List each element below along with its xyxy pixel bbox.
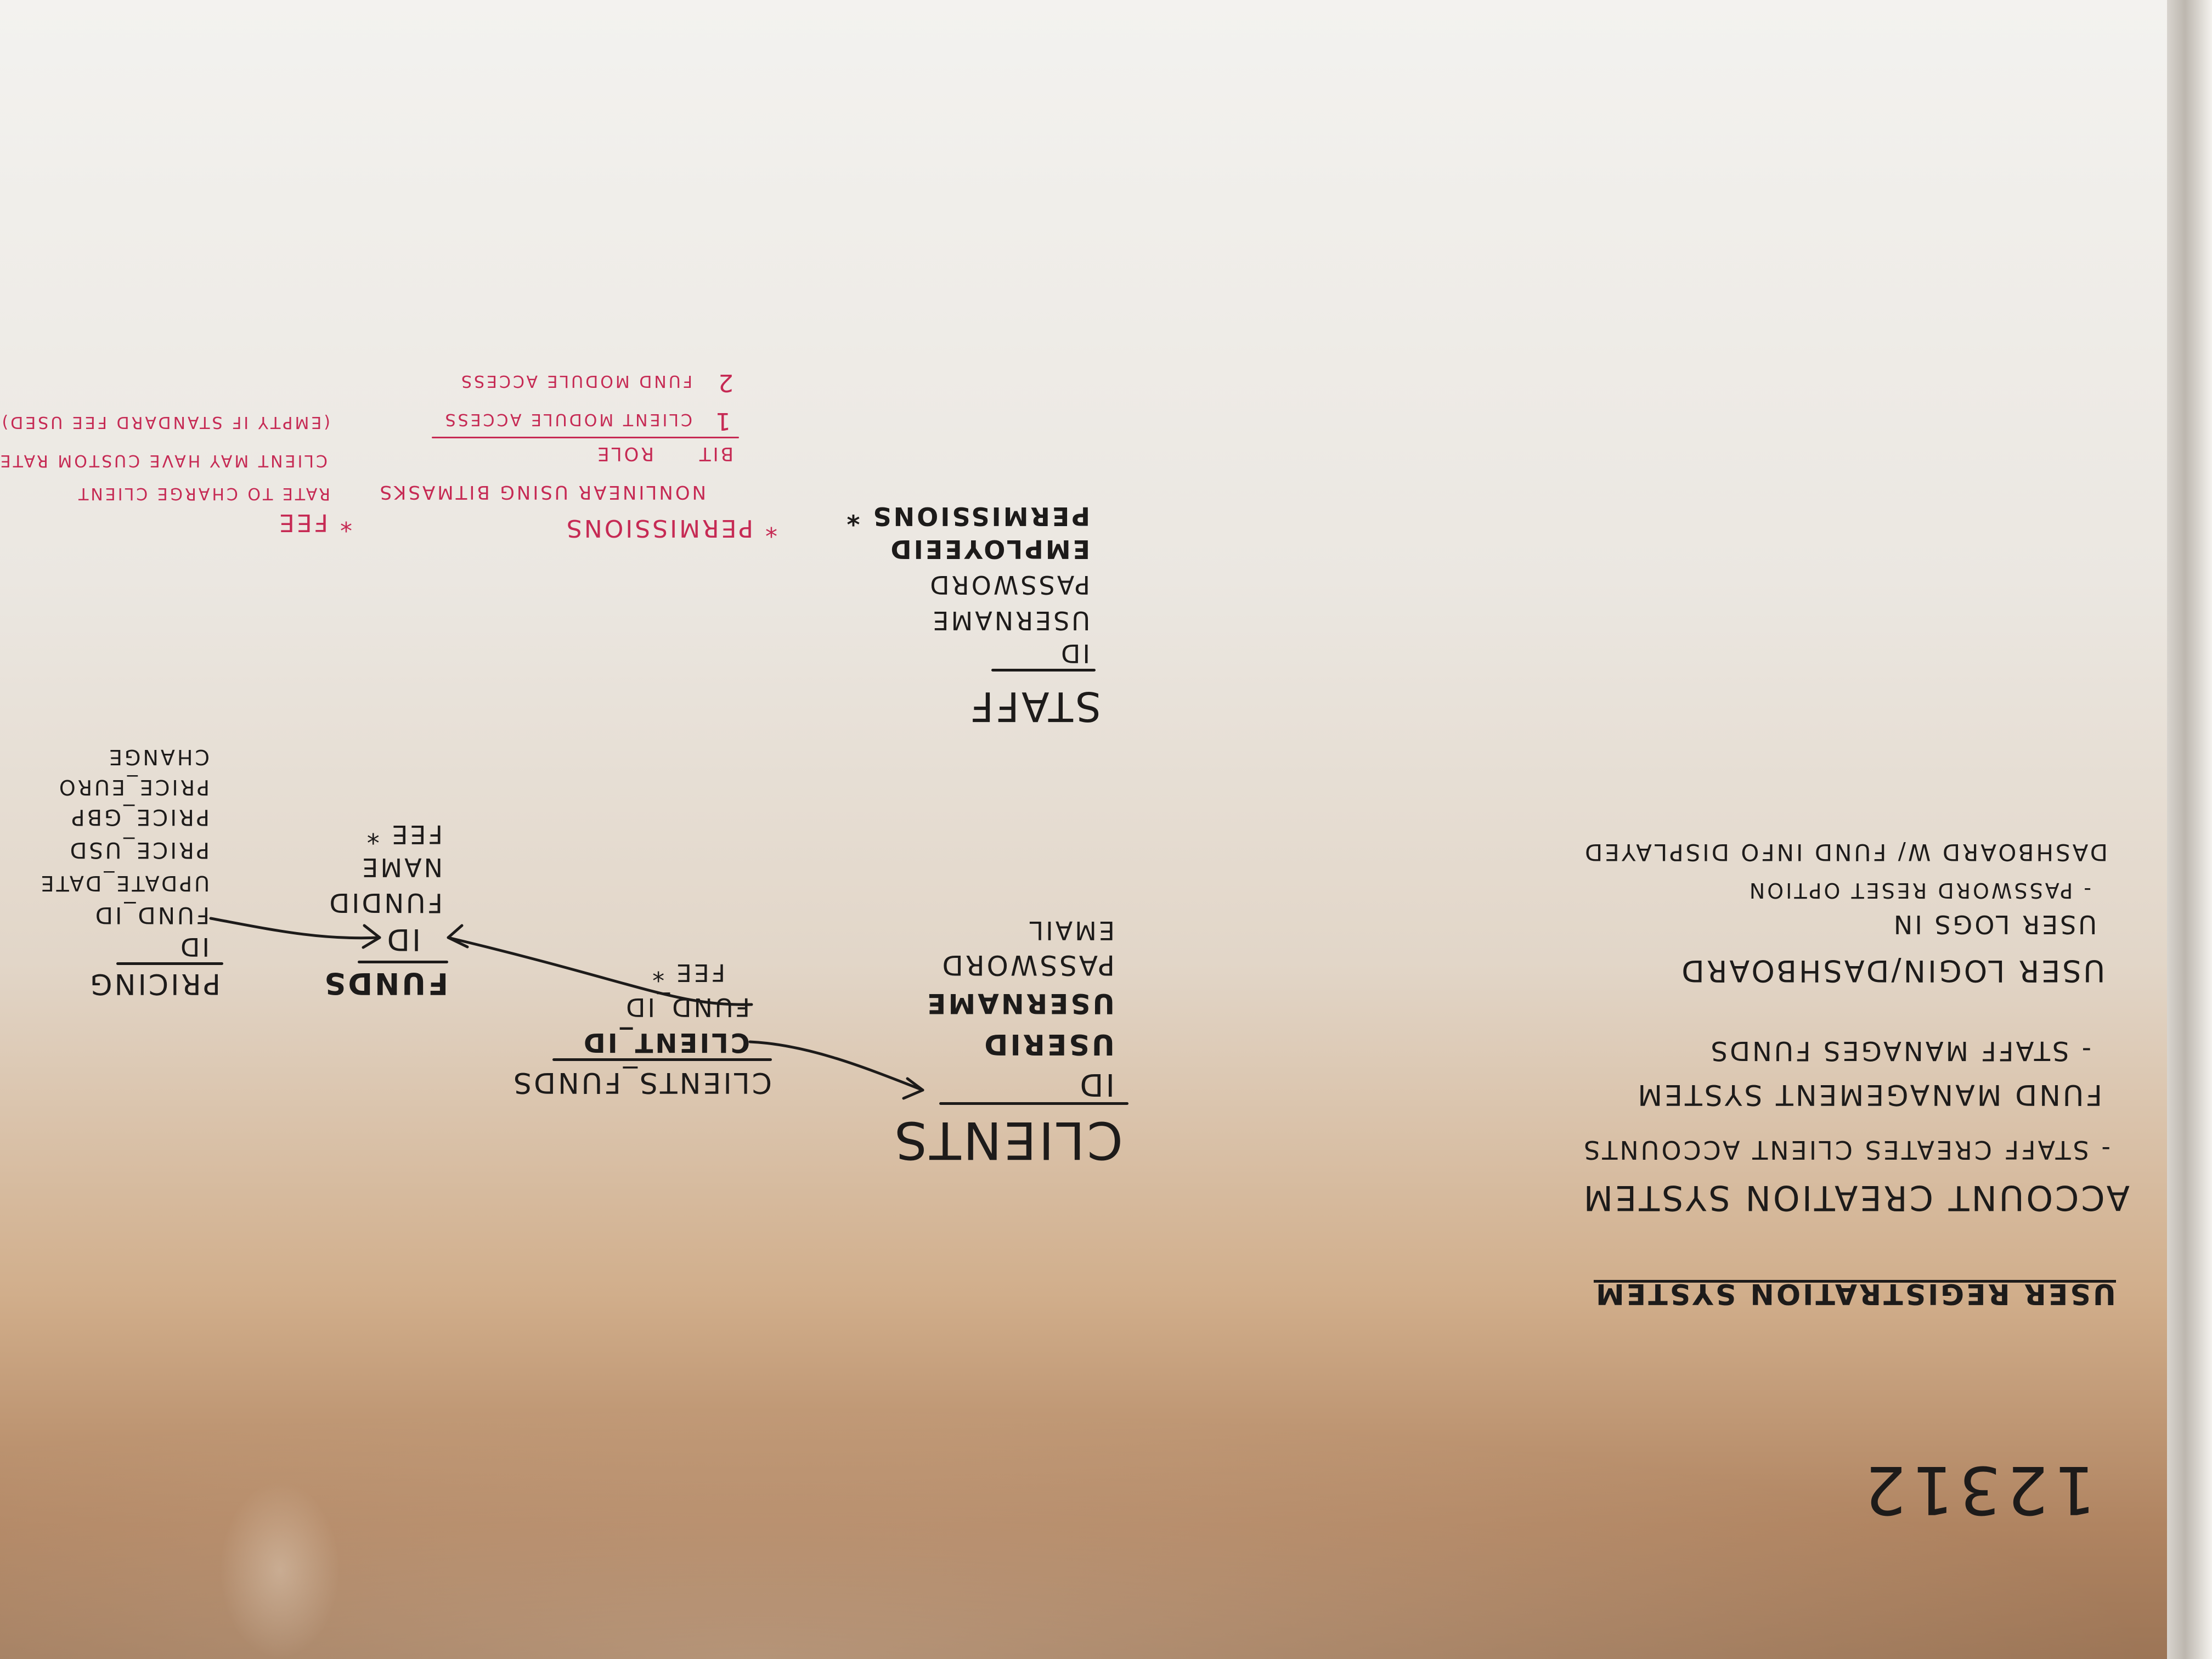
light-glare <box>0 1404 2167 1659</box>
arrow-fund-id-to-funds-id <box>447 936 753 1006</box>
whiteboard-frame <box>2167 0 2212 1659</box>
note-title: * PERMISSIONS <box>564 514 777 542</box>
note-line: CLIENT MAY HAVE CUSTOM RATE <box>0 451 328 470</box>
note-subtitle: NONLINEAR USING BITMASKS <box>377 481 706 503</box>
permissions-bit: 1 <box>713 407 731 435</box>
arrow-pricing-fund-id-to-funds-id-head <box>362 924 381 949</box>
permissions-divider <box>432 437 739 438</box>
arrow-pricing-fund-id-to-funds-id <box>209 917 381 940</box>
note-line: (EMPTY IF STANDARD FEE USED) <box>0 413 330 432</box>
permissions-role: CLIENT MODULE ACCESS <box>443 410 692 429</box>
note-title: * FEE <box>277 509 352 537</box>
note-line: RATE TO CHARGE CLIENT <box>76 484 330 503</box>
arrow-fund-id-to-funds-id-head <box>447 924 469 949</box>
permissions-header-bit: BIT <box>697 443 733 465</box>
arrow-client-id-to-clients-id <box>748 1040 924 1092</box>
permissions-header-role: ROLE <box>595 443 654 465</box>
arrow-client-id-to-clients-id-head <box>902 1077 924 1100</box>
permissions-bit: 2 <box>716 369 733 397</box>
eraser-smudge <box>219 1481 340 1659</box>
permissions-role: FUND MODULE ACCESS <box>459 371 692 391</box>
